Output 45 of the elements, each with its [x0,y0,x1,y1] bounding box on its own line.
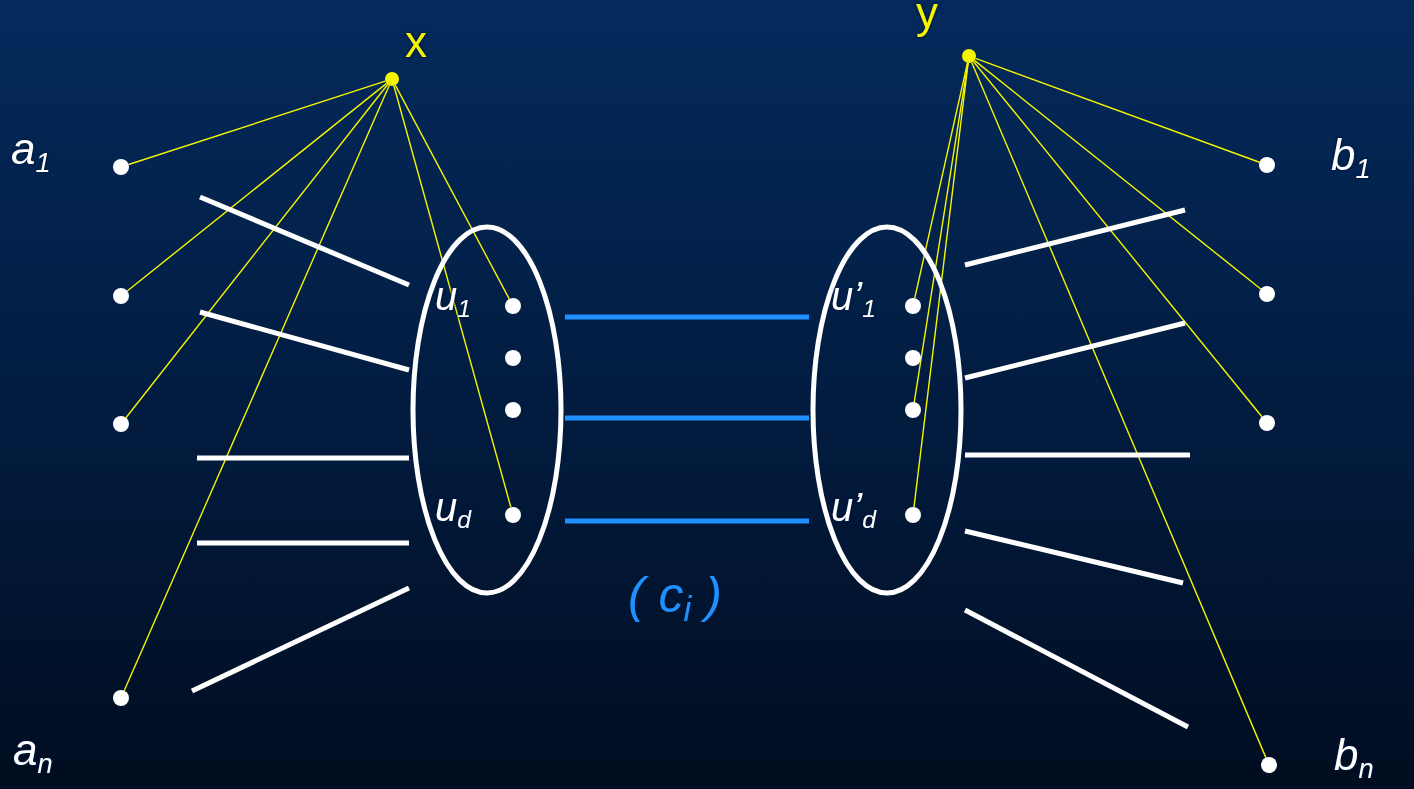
connector-line [964,320,1186,381]
connector-line [393,85,512,508]
connector-line [197,455,409,461]
connector-line [963,607,1190,730]
vertex-dot [113,288,129,304]
vertex-dot [905,402,921,418]
connector-line [565,518,809,524]
vertex-dot [113,416,129,432]
connector-line [964,207,1186,268]
connector-line [127,80,387,166]
connector-line [190,585,411,694]
vertex-label: x [405,20,427,64]
connector-line [126,82,388,292]
connector-line [974,57,1261,163]
vertex-label: u’$_{d}$ [831,487,876,534]
vertex-label: u’$_{1}$ [831,276,876,323]
edge-set-label: ( c$_{i}$ ) [628,570,722,626]
vertex-dot [505,402,521,418]
connector-line [125,83,389,419]
vertex-set-ellipse [410,224,564,596]
vertex-dot [905,350,921,366]
vertex-label: a$_{1}$ [11,127,51,177]
connector-line [972,60,1263,418]
connector-line [199,309,410,373]
vertex-label: b$_{1}$ [1331,133,1371,183]
connector-line [965,452,1190,458]
connector-line [913,62,969,508]
vertex-dot [1259,286,1275,302]
connector-line [123,84,390,692]
connector-line [197,540,409,546]
connector-line [199,194,410,288]
vertex-label: u$_{d}$ [435,487,472,534]
connector-line [973,59,1262,290]
vertex-label: y [916,0,938,35]
connector-line [565,314,809,320]
vertex-dot [505,350,521,366]
connector-line [914,62,969,299]
vertex-set-ellipse [810,224,964,596]
connector-line [565,415,809,421]
vertex-label: b$_{n}$ [1334,733,1374,783]
vertex-label: a$_{n}$ [13,728,53,778]
vertex-dot [1259,415,1275,431]
connector-line [964,528,1184,586]
connector-line [971,61,1267,759]
connector-line [394,84,510,300]
